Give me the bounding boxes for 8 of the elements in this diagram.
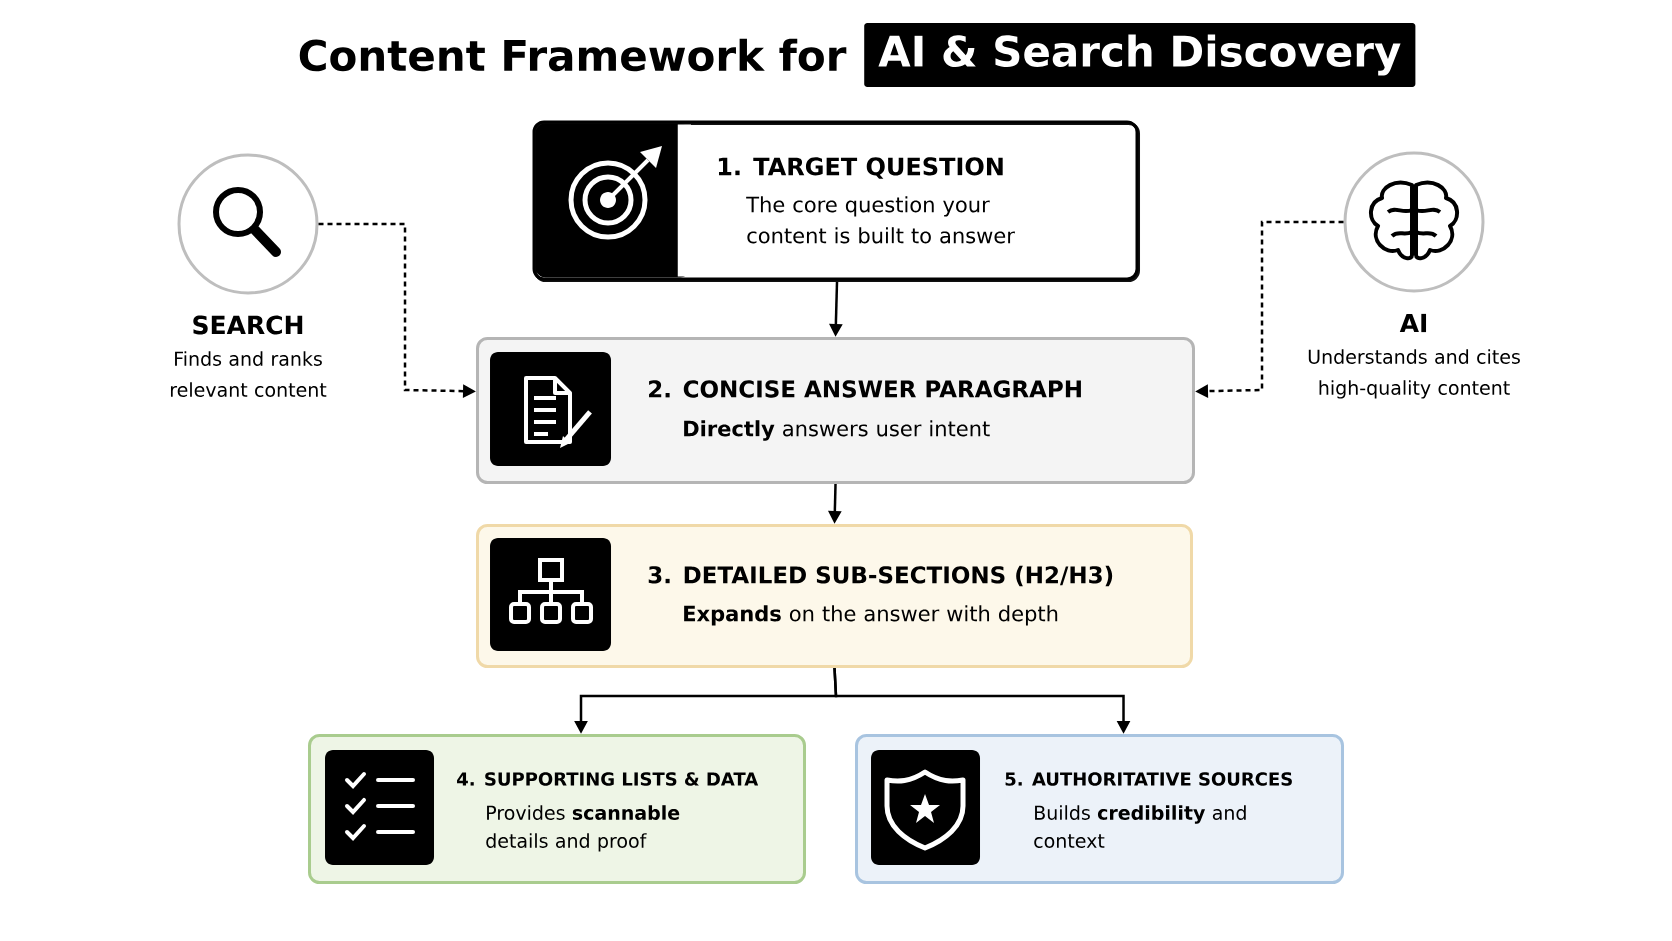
description: Understands and cites high-quality content (1308, 349, 1520, 399)
heading: AI (1399, 313, 1427, 333)
node-label: Builds credibility and context (1034, 805, 1246, 848)
description: Finds and ranks relevant content (171, 351, 327, 397)
node-label: 5. AUTHORITATIVE SOURCES (1005, 772, 1292, 786)
heading: SEARCH (193, 315, 303, 335)
title-banner: AI & Search Discovery (864, 23, 1416, 87)
title: Content Framework for (299, 38, 847, 72)
